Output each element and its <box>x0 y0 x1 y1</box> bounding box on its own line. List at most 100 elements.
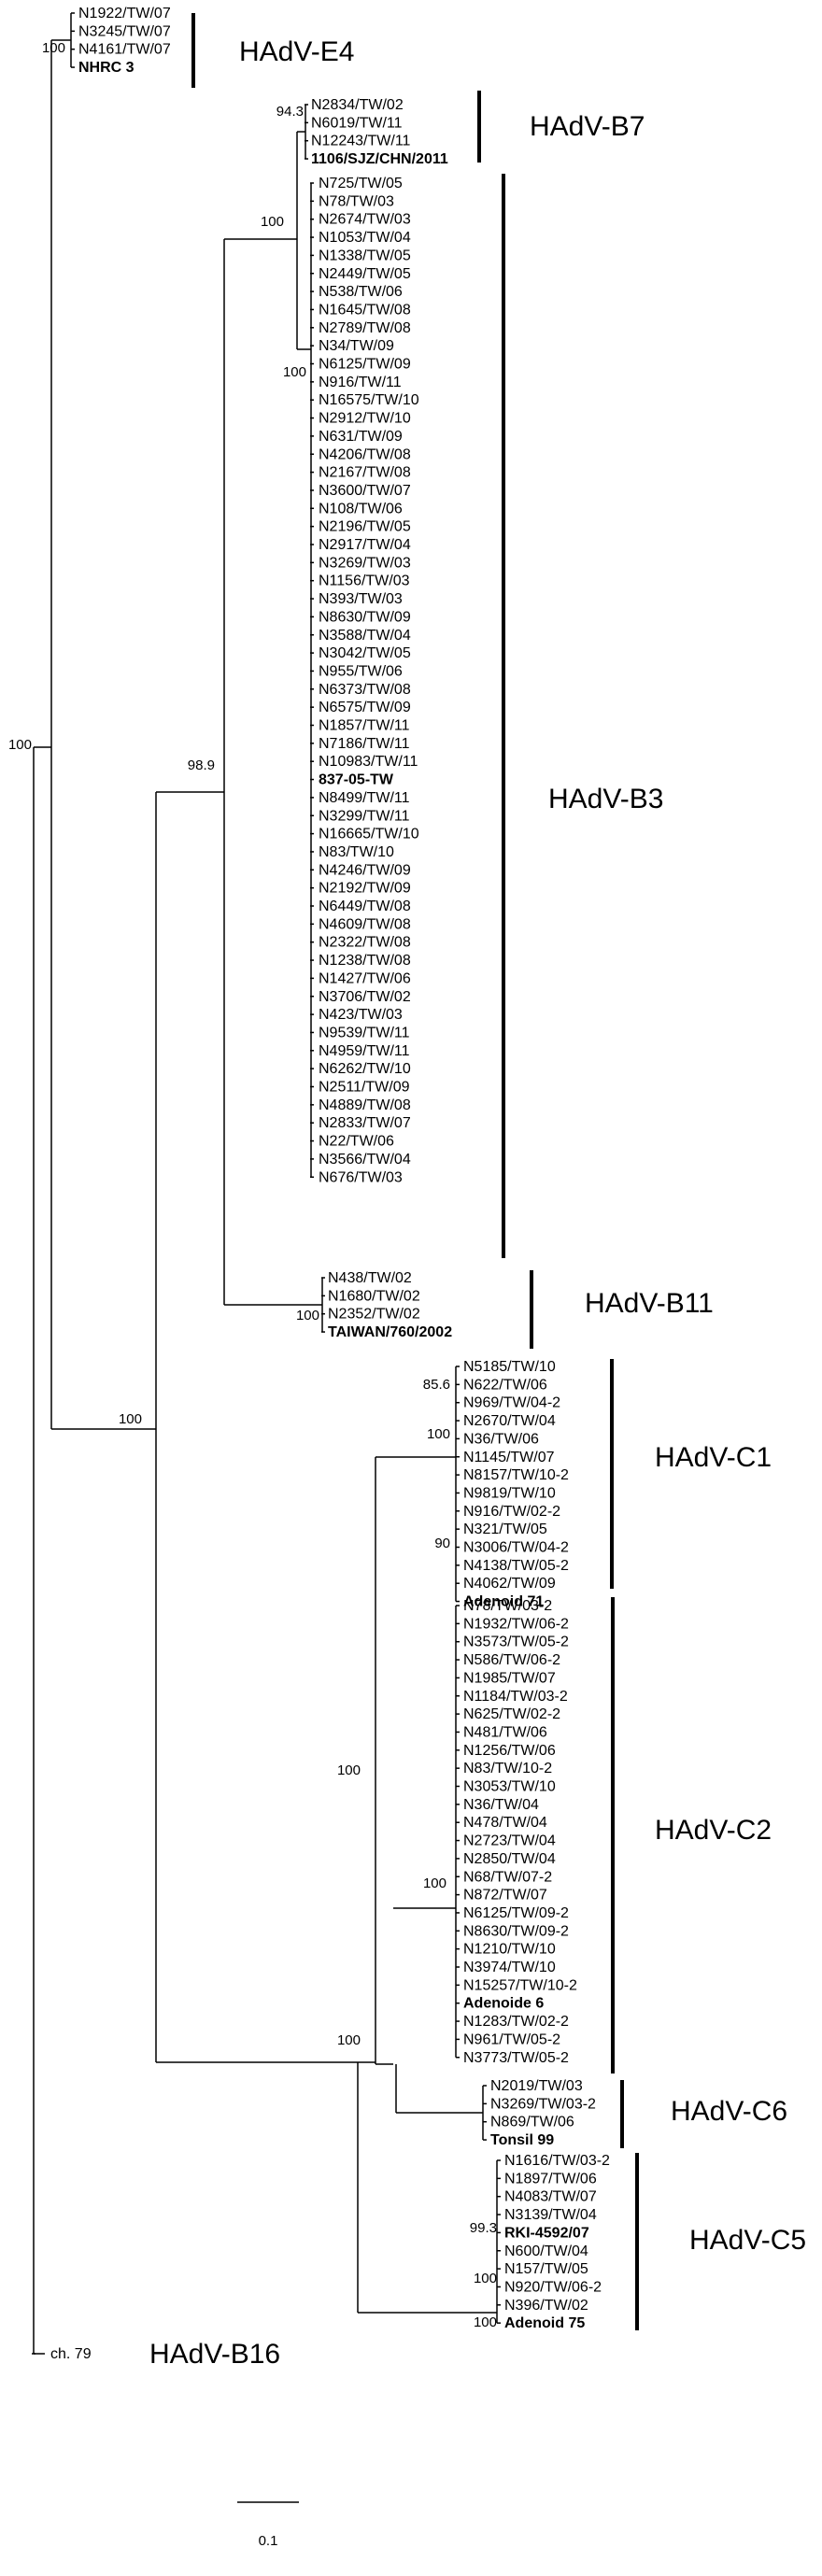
leaf-label: N3773/TW/05-2 <box>463 2050 569 2066</box>
leaf-label: N2019/TW/03 <box>490 2078 583 2094</box>
leaf-label: N3600/TW/07 <box>319 483 411 499</box>
leaf-label: N916/TW/02-2 <box>463 1504 560 1520</box>
leaf-label: N1680/TW/02 <box>328 1288 420 1304</box>
bootstrap-c1c2: 100 <box>337 1762 361 1778</box>
leaf-label: N9539/TW/11 <box>319 1025 410 1040</box>
clade-label-b16: HAdV-B16 <box>149 2339 280 2370</box>
bootstrap-c_all: 100 <box>337 2032 361 2048</box>
leaf-label: N2834/TW/02 <box>311 97 404 113</box>
leaf-label: ch. 79 <box>50 2346 92 2362</box>
leaf-label: N2912/TW/10 <box>319 411 411 427</box>
leaf-label: N869/TW/06 <box>490 2115 574 2130</box>
leaf-label: 837-05-TW <box>319 772 394 788</box>
scale-bar: 0.1 <box>237 2501 299 2549</box>
bootstrap-e4: 100 <box>42 40 65 56</box>
leaf-label: N3269/TW/03-2 <box>490 2096 596 2112</box>
leaf-label: N2511/TW/09 <box>319 1080 410 1096</box>
leaf-label: N676/TW/03 <box>319 1169 403 1185</box>
leaf-label: N2352/TW/02 <box>328 1307 420 1323</box>
bootstrap-c2: 100 <box>423 1875 446 1891</box>
leaf-label: N393/TW/03 <box>319 591 403 607</box>
leaf-label: N3974/TW/10 <box>463 1960 556 1975</box>
leaf-label: N1985/TW/07 <box>463 1670 556 1686</box>
leaf-label: N78/TW/03 <box>319 193 394 209</box>
leaf-label: Tonsil 99 <box>490 2132 554 2148</box>
bootstrap-b7: 94.3 <box>276 104 304 120</box>
leaf-label: N1616/TW/03-2 <box>504 2153 610 2169</box>
bootstrap-c1_low: 90 <box>434 1536 450 1551</box>
leaf-label: N725/TW/05 <box>319 176 403 191</box>
leaf-label: N1427/TW/06 <box>319 970 411 986</box>
leaf-label: N8499/TW/11 <box>319 790 410 806</box>
leaf-label: N2196/TW/05 <box>319 519 411 535</box>
leaf-label: N108/TW/06 <box>319 501 403 517</box>
leaf-label: N955/TW/06 <box>319 663 403 679</box>
bootstrap-b11: 100 <box>296 1308 319 1323</box>
leaf-label: N872/TW/07 <box>463 1888 547 1904</box>
leaf-label: N10983/TW/11 <box>319 754 418 770</box>
leaf-label: N2322/TW/08 <box>319 935 411 951</box>
bootstrap-b7b3: 100 <box>261 214 284 230</box>
leaf-label: N481/TW/06 <box>463 1724 547 1740</box>
leaf-label: N2723/TW/04 <box>463 1833 556 1849</box>
leaf-label: N1053/TW/04 <box>319 230 411 246</box>
leaf-label: N1857/TW/11 <box>319 718 410 734</box>
clade-label-b11: HAdV-B11 <box>585 1288 714 1319</box>
leaf-label: N68/TW/07-2 <box>463 1869 552 1885</box>
leaf-label: N6019/TW/11 <box>311 115 403 131</box>
leaf-label: N3588/TW/04 <box>319 628 411 644</box>
leaf-label: N8630/TW/09 <box>319 609 411 625</box>
scale-label: 0.1 <box>259 2533 278 2549</box>
leaf-label: N3245/TW/07 <box>78 23 171 39</box>
clade-label-e4: HAdV-E4 <box>239 36 354 67</box>
leaf-label: N5185/TW/10 <box>463 1359 556 1375</box>
leaf-label: N15257/TW/10-2 <box>463 1977 577 1993</box>
leaf-label: N969/TW/04-2 <box>463 1395 560 1411</box>
leaf-label: N1897/TW/06 <box>504 2171 597 2187</box>
leaf-label: N16575/TW/10 <box>319 392 419 408</box>
leaf-label: Adenoid 71 <box>463 1594 544 1610</box>
leaf-label: N3706/TW/02 <box>319 989 411 1005</box>
clade-label-b7: HAdV-B7 <box>530 111 645 142</box>
leaf-label: N7186/TW/11 <box>319 736 410 752</box>
leaf-label: N34/TW/09 <box>319 338 394 354</box>
leaf-label: N586/TW/06-2 <box>463 1652 560 1668</box>
clade-labels: HAdV-E4HAdV-B7HAdV-B3HAdV-B11HAdV-C1HAdV… <box>149 36 806 2370</box>
leaf-label: N78/TW/03-2 <box>463 1598 552 1614</box>
leaf-label: N22/TW/06 <box>319 1134 394 1150</box>
leaf-label: N6125/TW/09 <box>319 357 411 373</box>
leaf-label: N4246/TW/09 <box>319 862 411 878</box>
bootstrap-b3: 100 <box>283 364 306 380</box>
clade-label-c6: HAdV-C6 <box>671 2096 787 2127</box>
leaf-label: N1145/TW/07 <box>463 1450 555 1465</box>
bootstrap-c5_inner: 99.3 <box>470 2220 497 2236</box>
leaf-label: N1922/TW/07 <box>78 6 171 21</box>
leaf-label: N3053/TW/10 <box>463 1779 556 1795</box>
leaf-label: N1338/TW/05 <box>319 248 411 263</box>
leaf-label: N622/TW/06 <box>463 1377 547 1393</box>
leaf-label: NHRC 3 <box>78 60 135 76</box>
leaf-label: N16665/TW/10 <box>319 827 419 842</box>
leaf-label: N4062/TW/09 <box>463 1576 556 1592</box>
leaf-label: N4609/TW/08 <box>319 916 411 932</box>
leaf-label: N6262/TW/10 <box>319 1061 411 1077</box>
leaf-label: N2833/TW/07 <box>319 1115 411 1131</box>
leaf-label: N4161/TW/07 <box>78 42 171 58</box>
leaf-label: RKI-4592/07 <box>504 2225 589 2241</box>
leaf-label: N8157/TW/10-2 <box>463 1467 569 1483</box>
leaf-label: N3566/TW/04 <box>319 1152 411 1168</box>
leaf-label: N396/TW/02 <box>504 2298 588 2314</box>
leaf-label: N1156/TW/03 <box>319 573 410 589</box>
leaf-label: N600/TW/04 <box>504 2243 588 2259</box>
leaf-label: N1184/TW/03-2 <box>463 1689 568 1705</box>
tree-branches <box>32 12 501 2355</box>
leaf-label: N478/TW/04 <box>463 1815 547 1831</box>
leaf-label: N3139/TW/04 <box>504 2207 597 2223</box>
leaf-label: N6575/TW/09 <box>319 700 411 715</box>
leaf-label: N12243/TW/11 <box>311 134 411 149</box>
clade-label-b3: HAdV-B3 <box>548 784 663 814</box>
leaf-label: N2850/TW/04 <box>463 1851 556 1867</box>
clade-label-c2: HAdV-C2 <box>655 1815 772 1846</box>
leaf-label: N321/TW/05 <box>463 1522 547 1537</box>
